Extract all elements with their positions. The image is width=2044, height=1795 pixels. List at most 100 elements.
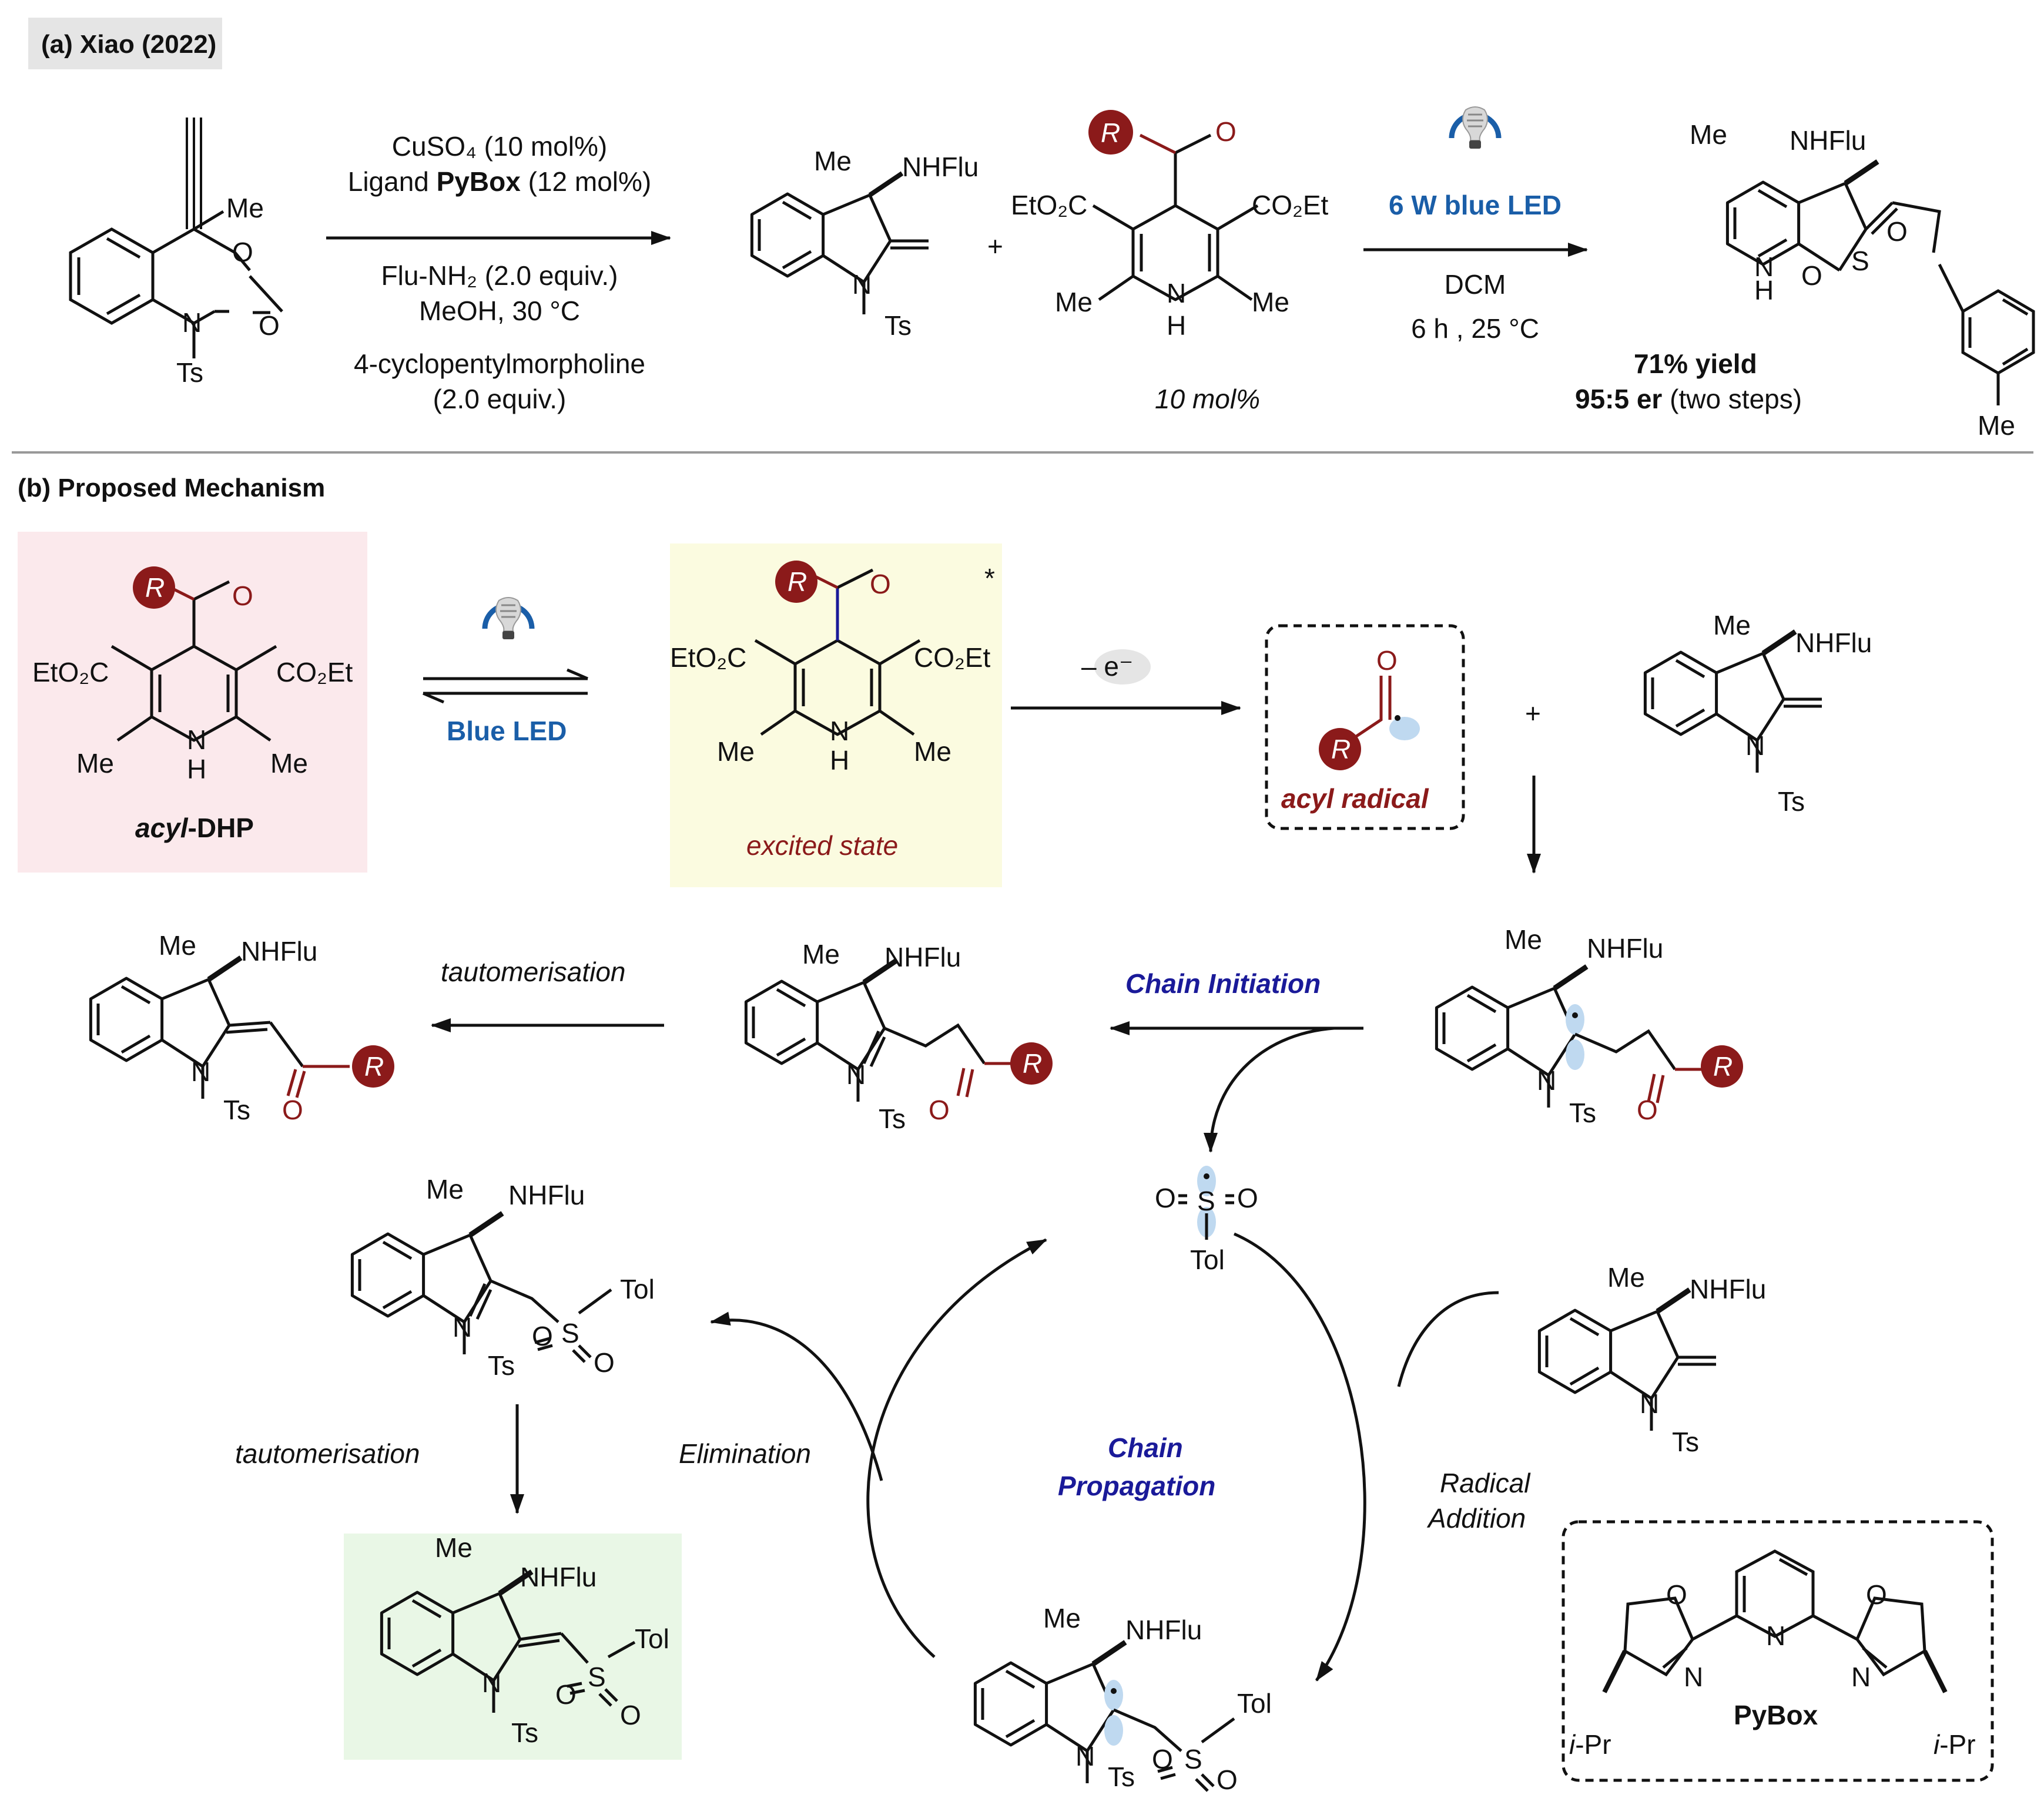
blue-led-label: Blue LED [447, 716, 567, 746]
imine-n: N [846, 1059, 866, 1090]
dhp-b-me-right: Me [270, 748, 308, 779]
radical-adduct [1436, 964, 1707, 1108]
int-a-ts: Ts [884, 310, 912, 341]
dhp-a-n: N [1167, 278, 1186, 308]
section-a-title: (a) Xiao (2022) [41, 30, 216, 59]
prod-a-yield: 71% yield [1634, 348, 1757, 379]
chain-propagation-1: Chain [1108, 1432, 1183, 1463]
right-ind-ts: Ts [1672, 1427, 1699, 1457]
product-a [1727, 159, 2035, 405]
prod-a-er: 95:5 er (two steps) [1575, 384, 1802, 414]
r-group-adduct-label: R [1713, 1051, 1733, 1082]
fp-ts: Ts [511, 1717, 538, 1748]
prod-a-me: Me [1690, 119, 1727, 150]
ex-star: * [984, 563, 995, 593]
indoline-intermediate-a [752, 171, 929, 314]
dhp-b-h: H [187, 754, 206, 784]
fp-o1: O [555, 1679, 577, 1710]
acyl-dhp-label: acyl-DHP [135, 813, 254, 843]
cond2-light: 6 W blue LED [1389, 190, 1562, 220]
simine-s: S [561, 1318, 579, 1348]
conditions-step-1: CuSO₄ (10 mol%) Ligand PyBox (12 mol%) F… [348, 131, 651, 414]
indoline-alkene-top [1645, 629, 1822, 773]
cond1-line6: (2.0 equiv.) [433, 384, 567, 414]
sra-o2: O [1217, 1764, 1238, 1795]
cond1-line4: MeOH, 30 °C [419, 296, 580, 326]
dhp-a-me-left: Me [1055, 287, 1093, 317]
pybox-ipr-left: i-Pr [1569, 1729, 1611, 1760]
sulfonyl-imine [352, 1211, 612, 1363]
radical-addition-1: Radical [1440, 1468, 1531, 1498]
dhp-b-co2et: CO₂Et [276, 657, 353, 687]
dhp-b-eto2c: EtO₂C [32, 657, 109, 687]
adduct-n: N [1537, 1065, 1556, 1096]
sra-n: N [1075, 1741, 1095, 1771]
sra-tol: Tol [1237, 1688, 1272, 1719]
adduct-me: Me [1504, 924, 1542, 955]
acyl-radical-box [1265, 624, 1465, 830]
sulfonyl-o-left: O [1155, 1183, 1176, 1213]
plus-a: + [987, 231, 1003, 261]
chain-propagation-2: Propagation [1058, 1471, 1215, 1501]
r-group-radical [1319, 728, 1361, 770]
ex-me-right: Me [914, 736, 951, 767]
sra-o1: O [1152, 1744, 1173, 1774]
sm-n: N [182, 307, 202, 338]
int-a-n: N [852, 269, 872, 300]
prod-a-o1: O [1801, 260, 1822, 291]
simine-n: N [453, 1312, 472, 1343]
prod-a-s: S [1851, 246, 1869, 276]
pybox-n-right: N [1851, 1662, 1871, 1692]
enamine-me: Me [159, 930, 196, 961]
section-a-title-bg [28, 18, 222, 69]
elimination-arrow [710, 1311, 883, 1481]
ex-co2et: CO₂Et [914, 642, 991, 673]
fp-me: Me [435, 1532, 473, 1563]
imine-acyl [746, 958, 1017, 1102]
pybox-box [1562, 1520, 1994, 1782]
radical-addition-2: Addition [1426, 1503, 1526, 1534]
dhp-b-me-left: Me [76, 748, 114, 779]
dhp-a-h: H [1167, 310, 1186, 341]
arrow-sulfonyl-release [1204, 1026, 1335, 1153]
excited-state-dhp [754, 568, 921, 734]
r-group-adduct [1701, 1045, 1743, 1088]
top-ind-nhflu: NHFlu [1795, 628, 1872, 658]
sra-ts: Ts [1108, 1762, 1135, 1792]
dhp-a-me-right: Me [1252, 287, 1289, 317]
section-b-title: (b) Proposed Mechanism [18, 474, 325, 502]
dhp-a-eto2c: EtO₂C [1011, 190, 1087, 220]
cond2-solvent: DCM [1445, 269, 1506, 300]
dhp-b-n: N [187, 724, 206, 755]
sm-me: Me [226, 193, 264, 223]
plus-b: + [1525, 698, 1541, 729]
indoline-alkene-right [1539, 1287, 1716, 1431]
r-group-enamine [352, 1045, 394, 1088]
prod-a-n: N [1754, 251, 1774, 282]
simine-nhflu: NHFlu [508, 1180, 585, 1210]
prod-a-nhflu: NHFlu [1790, 125, 1866, 156]
pybox-ipr-right: i-Pr [1934, 1729, 1976, 1760]
adduct-nhflu: NHFlu [1587, 933, 1663, 964]
simine-o1: O [532, 1321, 553, 1351]
enamine-n: N [191, 1056, 210, 1087]
pybox-n-left: N [1684, 1662, 1703, 1692]
ex-h: H [830, 745, 849, 776]
sm-o-ring: O [232, 237, 253, 267]
r-group-imine [1010, 1042, 1053, 1085]
electron-badge [1094, 649, 1151, 685]
prod-a-o2: O [1886, 216, 1908, 247]
sulfonyl-tol: Tol [1190, 1244, 1225, 1275]
ex-eto2c: EtO₂C [670, 642, 746, 673]
imine-nhflu: NHFlu [884, 942, 961, 972]
cond1-line5: 4-cyclopentylmorpholine [354, 348, 645, 379]
chain-initiation-label: Chain Initiation [1125, 968, 1321, 999]
top-ind-n: N [1745, 730, 1765, 761]
int-a-me: Me [814, 146, 852, 176]
pybox-o-right: O [1866, 1579, 1887, 1610]
catalyst-loading: 10 mol% [1155, 384, 1260, 414]
pybox-o-left: O [1666, 1579, 1687, 1610]
imine-me: Me [802, 939, 840, 969]
tautomerisation-top-label: tautomerisation [441, 957, 626, 987]
